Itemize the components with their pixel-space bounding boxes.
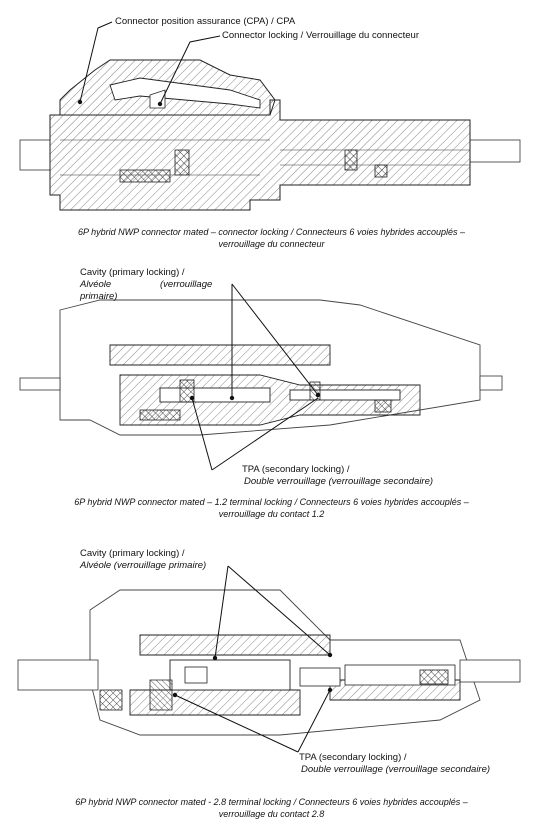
- figure3-caption-line2: verrouillage du contact 2.8: [218, 809, 325, 819]
- figure1-caption-line2: verrouillage du connecteur: [218, 239, 325, 249]
- figure1-caption-line1: 6P hybrid NWP connector mated – connecto…: [77, 227, 466, 237]
- cavity-label-line2b: (verrouillage: [160, 279, 213, 290]
- tpa-label-line2: Double verrouillage (verrouillage second…: [244, 476, 434, 487]
- cavity-label-line1: Cavity (primary locking) /: [80, 267, 185, 278]
- figure3-caption-line1: 6P hybrid NWP connector mated - 2.8 term…: [75, 797, 468, 807]
- cavity-label-line3: primaire): [80, 291, 118, 302]
- terminal-1-2-drawing: [19, 283, 503, 471]
- connector-locking-drawing: [19, 21, 521, 211]
- figure2-caption-line1: 6P hybrid NWP connector mated – 1.2 term…: [74, 497, 469, 507]
- terminal-2-8-drawing: [17, 565, 521, 753]
- tpa-label-line2: Double verrouillage (verrouillage second…: [301, 764, 491, 775]
- figure-terminal-2-8-locking: Cavity (primary locking) / Alvéole (verr…: [0, 530, 543, 833]
- cavity-label-line2: Alvéole (verrouillage primaire): [80, 560, 207, 571]
- connector-locking-label: Connector locking / Verrouillage du conn…: [222, 30, 419, 41]
- cpa-label: Connector position assurance (CPA) / CPA: [115, 16, 296, 27]
- figure-connector-locking: Connector position assurance (CPA) / CPA…: [0, 0, 543, 250]
- cavity-label-line1: Cavity (primary locking) /: [80, 548, 185, 559]
- figure-terminal-1-2-locking: Cavity (primary locking) / Alvéole (verr…: [0, 250, 543, 530]
- tpa-label-line1: TPA (secondary locking) /: [242, 464, 350, 475]
- figure2-caption-line2: verrouillage du contact 1.2: [218, 509, 325, 519]
- cavity-label-line2a: Alvéole: [80, 279, 112, 290]
- tpa-label-line1: TPA (secondary locking) /: [299, 752, 407, 763]
